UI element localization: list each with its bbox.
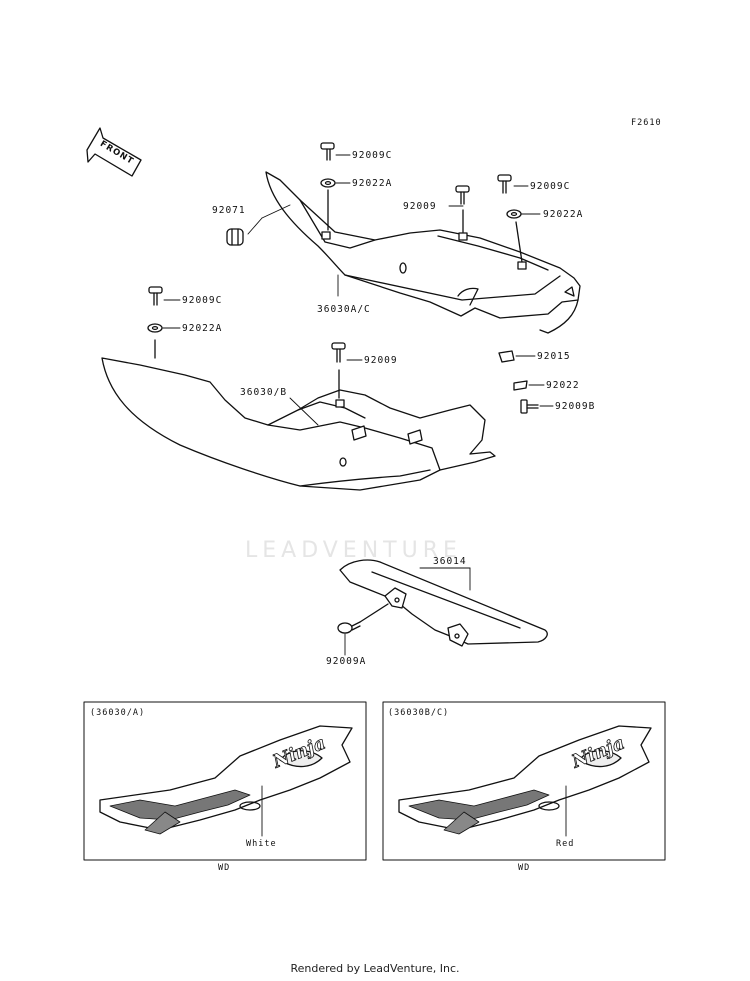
part-label[interactable]: 92009B [555,401,596,412]
grommet-92071-icon [226,228,244,246]
inset-title: (36030B/C) [388,708,450,718]
washer-92022A-top-icon [320,178,336,231]
part-label[interactable]: 92009 [403,201,437,212]
lower-side-cover [101,357,496,491]
part-label[interactable]: 92071 [212,205,246,216]
clip-92015-icon [498,350,515,363]
bolt-92009-mid-icon [331,342,346,399]
part-label[interactable]: 92022A [182,323,223,334]
bolt-92009C-right-icon [497,174,512,194]
part-label[interactable]: 92009 [364,355,398,366]
part-label[interactable]: 92022A [543,209,584,220]
inset-box-36030A [83,701,367,861]
inset-color-label: White [246,839,277,849]
part-label[interactable]: 36014 [433,556,467,567]
bolt-92009B-icon [520,399,539,414]
bolt-92009-top-icon [455,185,470,233]
figure-code: F2610 [631,118,662,128]
bolt-92009C-left-icon [148,286,163,306]
part-label[interactable]: 92009A [326,656,367,667]
part-label[interactable]: 92009C [530,181,571,192]
part-label[interactable]: 92022 [546,380,580,391]
leader-lines [162,154,554,656]
front-arrow-icon [86,127,142,177]
inset-code: WD [518,863,531,873]
bolt-92009A-icon [337,603,389,634]
watermark: LEADVENTURE [245,538,462,563]
inset-code: WD [218,863,231,873]
part-label[interactable]: 92009C [182,295,223,306]
inset-title: (36030/A) [90,708,146,718]
inset-color-label: Red [556,839,575,849]
upper-seat-cowl [265,171,581,334]
part-label[interactable]: 36030A/C [317,304,371,315]
part-label[interactable]: 36030/B [240,387,288,398]
washer-92022A-right-icon [506,209,523,263]
inset-box-36030BC [382,701,666,861]
washer-92022A-left-icon [147,323,163,359]
footer-credit: Rendered by LeadVenture, Inc. [290,962,460,975]
washer-92022-icon [513,380,528,391]
part-label[interactable]: 92009C [352,150,393,161]
bolt-92009C-top-icon [320,142,335,161]
part-label[interactable]: 92022A [352,178,393,189]
part-label[interactable]: 92015 [537,351,571,362]
chain-cover [339,559,548,647]
